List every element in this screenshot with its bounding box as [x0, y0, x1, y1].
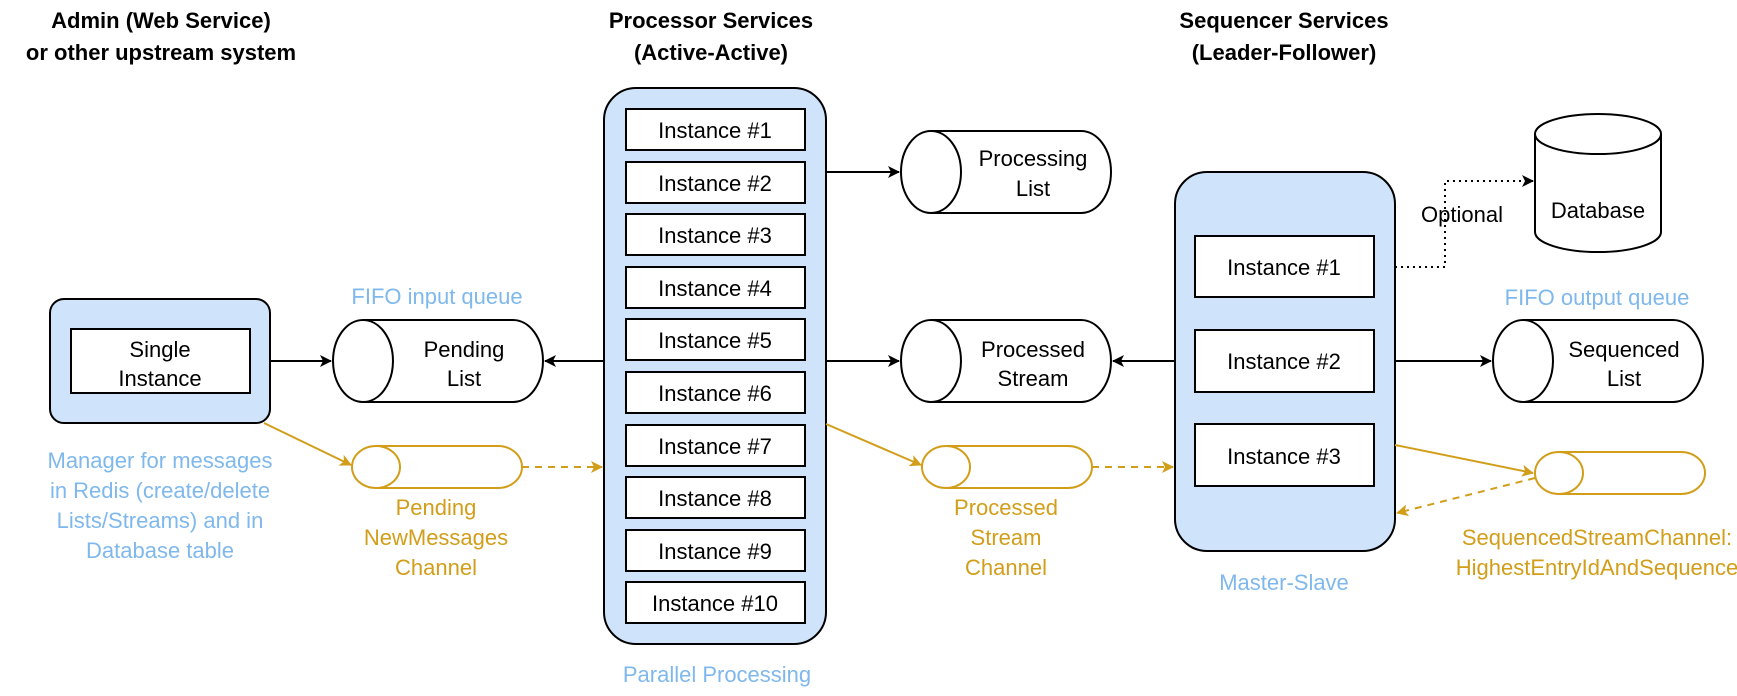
processor-instance-8-label: Instance #8	[658, 486, 772, 511]
processor-header-line2: (Active-Active)	[634, 40, 788, 65]
sequenced-list-label-line2: List	[1607, 366, 1641, 391]
processor-instance-10	[625, 581, 806, 624]
processor-header-line1: Processor Services	[609, 8, 813, 33]
processing-list-cylinder	[900, 130, 1112, 214]
arrow-sequencer-to-sequenced-channel	[1394, 444, 1534, 477]
pending-list-cylinder	[332, 319, 544, 403]
processed-stream-label-line1: Processed	[981, 337, 1085, 362]
sequencer-header-line2: (Leader-Follower)	[1192, 40, 1377, 65]
processor-instance-8	[625, 476, 806, 519]
processor-instance-2	[625, 161, 806, 204]
processor-instance-6	[625, 371, 806, 414]
single-instance-label-line2: Instance	[118, 366, 201, 391]
sequencer-instance-1	[1194, 235, 1375, 298]
processor-instance-9-label: Instance #9	[658, 539, 772, 564]
processor-instance-5	[625, 318, 806, 361]
processor-instance-2-label: Instance #2	[658, 171, 772, 196]
admin-note-line2: in Redis (create/delete	[50, 478, 270, 503]
processed-channel-label-line2: Stream	[971, 525, 1042, 550]
processed-stream-cylinder	[900, 319, 1112, 403]
pending-list-label-line2: List	[447, 366, 481, 391]
admin-note-line3: Lists/Streams) and in	[57, 508, 264, 533]
processor-instance-7	[625, 424, 806, 467]
arrow-sequenced-channel-to-sequencer	[1396, 477, 1536, 517]
processor-instance-4-label: Instance #4	[658, 276, 772, 301]
sequenced-list-label-line1: Sequenced	[1568, 337, 1679, 362]
processor-instance-1-label: Instance #1	[658, 118, 772, 143]
sequencer-instance-2	[1194, 329, 1375, 393]
parallel-processing-caption: Parallel Processing	[623, 662, 811, 687]
sequenced-list-cylinder	[1492, 319, 1704, 403]
optional-label: Optional	[1421, 202, 1503, 227]
processor-instance-list: Instance #1 Instance #2 Instance #3 Inst…	[625, 108, 806, 624]
pending-list-label-line1: Pending	[424, 337, 505, 362]
processor-instance-4	[625, 266, 806, 309]
processed-stream-channel-cylinder	[921, 445, 1093, 489]
sequencer-instance-2-label: Instance #2	[1227, 349, 1341, 374]
processing-list-label-line2: List	[1016, 176, 1050, 201]
sequencer-header-line1: Sequencer Services	[1179, 8, 1388, 33]
processor-instance-3-label: Instance #3	[658, 223, 772, 248]
sequenced-channel-label-line1: SequencedStreamChannel:	[1462, 525, 1732, 550]
admin-header-line1: Admin (Web Service)	[51, 8, 271, 33]
fifo-input-queue-label: FIFO input queue	[351, 284, 522, 309]
pending-channel-cylinder	[351, 445, 523, 489]
pending-channel-label-line1: Pending	[396, 495, 477, 520]
admin-note-line4: Database table	[86, 538, 234, 563]
database-label: Database	[1551, 198, 1645, 223]
processed-channel-label-line1: Processed	[954, 495, 1058, 520]
processed-stream-label-line2: Stream	[998, 366, 1069, 391]
processor-instance-3	[625, 213, 806, 256]
arrow-admin-to-pending-channel	[263, 422, 352, 466]
processed-channel-label-line3: Channel	[965, 555, 1047, 580]
database-cylinder	[1534, 113, 1662, 253]
pending-channel-label-line3: Channel	[395, 555, 477, 580]
sequencer-instance-3-label: Instance #3	[1227, 444, 1341, 469]
sequencer-instance-3	[1194, 423, 1375, 487]
processor-instance-5-label: Instance #5	[658, 328, 772, 353]
admin-note-line1: Manager for messages	[48, 448, 273, 473]
master-slave-caption: Master-Slave	[1219, 570, 1349, 595]
processor-instance-9	[625, 529, 806, 572]
fifo-output-queue-label: FIFO output queue	[1505, 285, 1690, 310]
sequencer-instance-1-label: Instance #1	[1227, 255, 1341, 280]
single-instance-label-line1: Single	[129, 337, 190, 362]
processor-instance-6-label: Instance #6	[658, 381, 772, 406]
admin-header-line2: or other upstream system	[26, 40, 296, 65]
processor-instance-1	[625, 108, 806, 151]
pending-channel-label-line2: NewMessages	[364, 525, 508, 550]
sequenced-channel-label-line2: HighestEntryIdAndSequence	[1456, 555, 1737, 580]
single-instance-box	[70, 328, 251, 394]
arrow-sequencer-to-database-optional	[1395, 175, 1534, 268]
arrow-processor-to-processed-channel	[825, 423, 922, 467]
sequenced-stream-channel-cylinder	[1534, 451, 1706, 495]
processor-instance-7-label: Instance #7	[658, 434, 772, 459]
processor-instance-10-label: Instance #10	[652, 591, 778, 616]
processing-list-label-line1: Processing	[979, 146, 1088, 171]
